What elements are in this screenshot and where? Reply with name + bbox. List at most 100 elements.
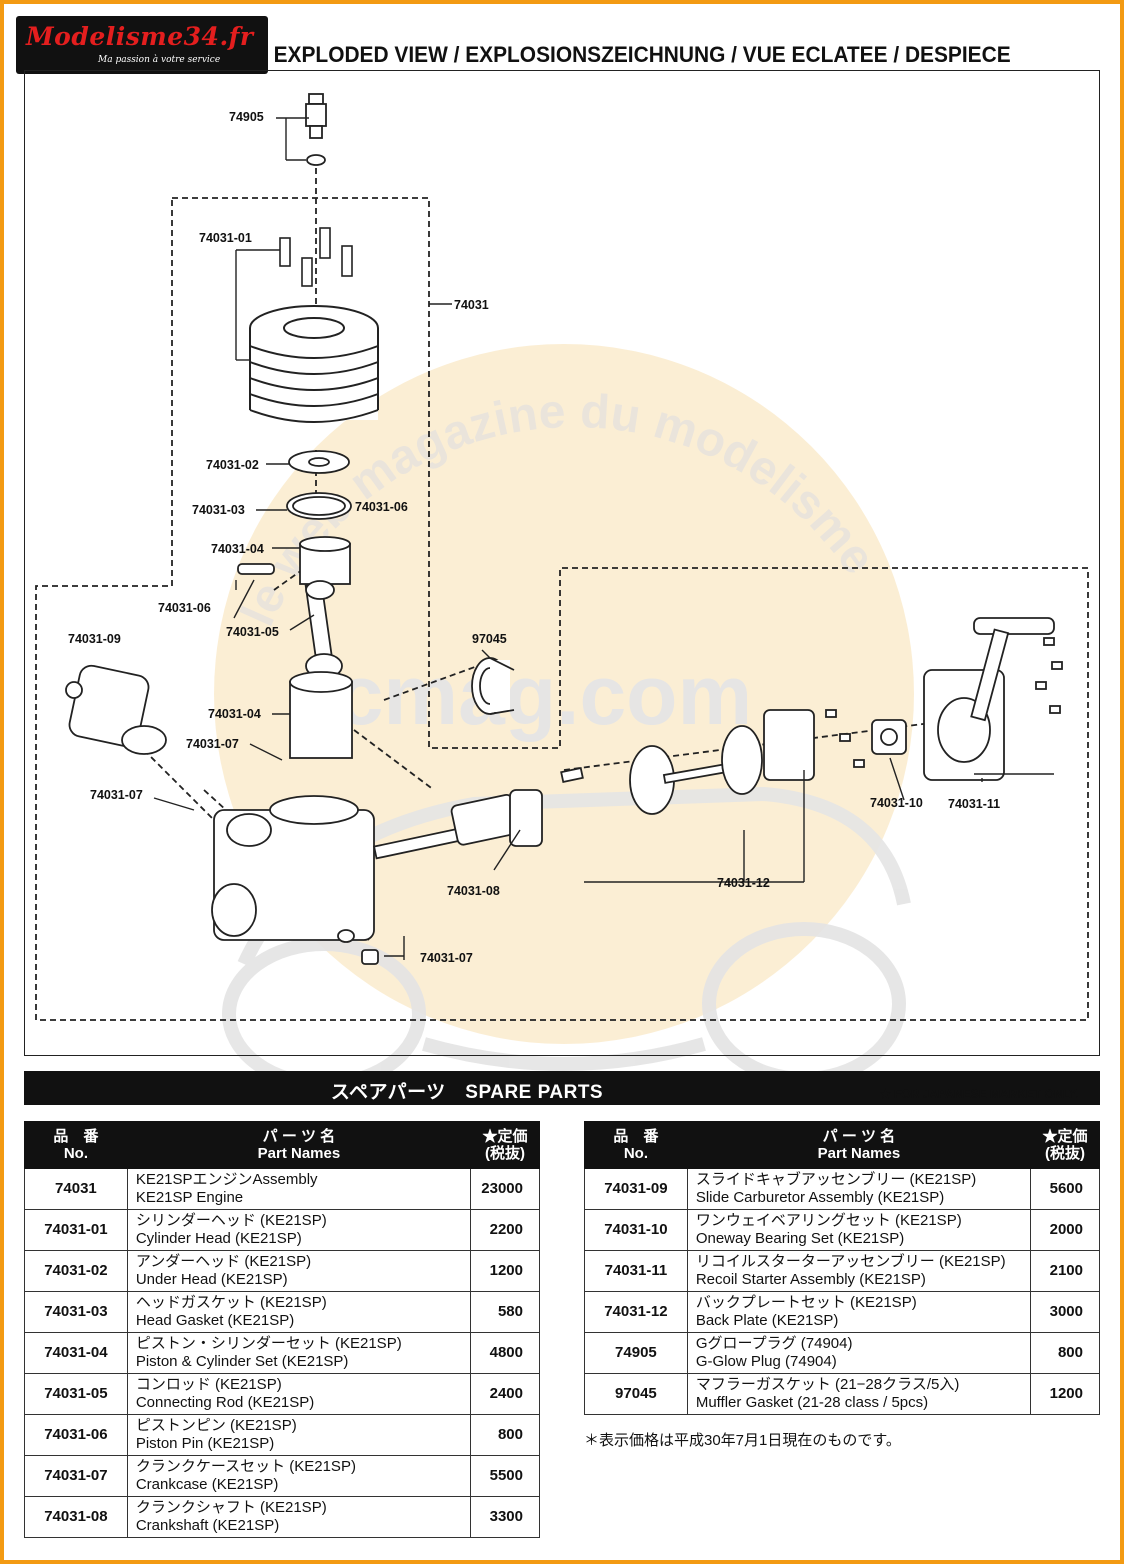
part-name-en: Recoil Starter Assembly (KE21SP)	[695, 1271, 926, 1288]
part-number: 74031-02	[24, 1250, 128, 1292]
callout-connecting-rod: 74031-05	[226, 625, 279, 639]
part-name-en: Crankcase (KE21SP)	[135, 1476, 279, 1493]
callout-glow-plug: 74905	[229, 110, 264, 124]
callout-muffler-gasket: 97045	[472, 632, 507, 646]
part-name-en: Oneway Bearing Set (KE21SP)	[695, 1230, 905, 1247]
part-name-jp: アンダーヘッド (KE21SP)	[135, 1253, 312, 1270]
part-number: 74031-07	[24, 1455, 128, 1497]
glow-plug-74905	[305, 93, 327, 166]
engine-assembly-outline	[35, 197, 1089, 1021]
part-price: 5500	[470, 1455, 540, 1497]
watermark-main-text: rcmag.com	[304, 648, 752, 742]
callout-back-plate: 74031-12	[717, 876, 770, 890]
part-price: 3300	[470, 1496, 540, 1538]
part-price: 23000	[470, 1168, 540, 1210]
part-name: コンロッド (KE21SP)Connecting Rod (KE21SP)	[126, 1373, 472, 1415]
part-price: 1200	[470, 1250, 540, 1292]
part-price: 4800	[470, 1332, 540, 1374]
callout-head-gasket: 74031-03	[192, 503, 245, 517]
part-name-jp: ピストンピン (KE21SP)	[135, 1417, 297, 1434]
exploded-view-diagram	[35, 93, 1089, 1021]
part-number: 74031-09	[584, 1168, 688, 1210]
part-name: ヘッドガスケット (KE21SP)Head Gasket (KE21SP)	[126, 1291, 472, 1333]
part-name: マフラーガスケット (21−28クラス/5入)Muffler Gasket (2…	[686, 1373, 1032, 1415]
piston	[299, 536, 351, 585]
crankcase	[211, 795, 375, 941]
part-name: ワンウェイベアリングセット (KE21SP)Oneway Bearing Set…	[686, 1209, 1032, 1251]
part-name: リコイルスターターアッセンブリー (KE21SP)Recoil Starter …	[686, 1250, 1032, 1292]
callout-recoil-starter: 74031-11	[948, 797, 1001, 811]
callout-oneway-bearing: 74031-10	[870, 796, 923, 810]
callout-piston: 74031-04	[211, 542, 264, 556]
connecting-rod	[304, 580, 343, 679]
part-number: 74031-08	[24, 1496, 128, 1538]
part-price: 2000	[1030, 1209, 1100, 1251]
brand-logo: Modelisme34.fr Ma passion à votre servic…	[16, 16, 268, 74]
part-name-en: G-Glow Plug (74904)	[695, 1353, 837, 1370]
part-name: クランクケースセット (KE21SP)Crankcase (KE21SP)	[126, 1455, 472, 1497]
part-name-en: Back Plate (KE21SP)	[695, 1312, 839, 1329]
callout-cylinder-head-bolts: 74031-01	[199, 231, 252, 245]
crankcase-nut-washer	[337, 929, 379, 965]
part-name-en: Cylinder Head (KE21SP)	[135, 1230, 302, 1247]
part-name-jp: Gグロープラグ (74904)	[695, 1335, 853, 1352]
part-price: 5600	[1030, 1168, 1100, 1210]
part-number: 74031-04	[24, 1332, 128, 1374]
carburetor	[65, 664, 167, 755]
callout-crankshaft: 74031-08	[447, 884, 500, 898]
callout-piston-pin: 74031-06	[158, 601, 211, 615]
part-name-jp: コンロッド (KE21SP)	[135, 1376, 282, 1393]
back-plate-set	[560, 709, 815, 815]
part-number: 74031-12	[584, 1291, 688, 1333]
part-name-en: Piston & Cylinder Set (KE21SP)	[135, 1353, 349, 1370]
price-footnote: ＊表示価格は平成30年7月1日現在のものです。	[584, 1432, 901, 1449]
brand-logo-text: Modelisme34.fr	[26, 22, 254, 51]
part-name: クランクシャフト (KE21SP)Crankshaft (KE21SP)	[126, 1496, 472, 1538]
spare-parts-title: スペアパーツ SPARE PARTS	[330, 1082, 604, 1103]
part-number: 74031-11	[584, 1250, 688, 1292]
part-name-jp: KE21SPエンジンAssembly	[135, 1171, 318, 1188]
spare-parts-header: スペアパーツ SPARE PARTS	[24, 1071, 1100, 1105]
callout-engine-assembly: 74031	[454, 298, 489, 312]
cylinder-head	[249, 305, 379, 423]
callout-carburetor: 74031-09	[68, 632, 121, 646]
watermark-circle	[214, 344, 914, 1044]
part-name-en: Connecting Rod (KE21SP)	[135, 1394, 315, 1411]
callout-crankcase-nut: 74031-07	[420, 951, 473, 965]
exploded-view-frame	[24, 70, 1100, 1056]
part-name: ピストン・シリンダーセット (KE21SP)Piston & Cylinder …	[126, 1332, 472, 1374]
part-number: 74031-01	[24, 1209, 128, 1251]
part-name-en: Head Gasket (KE21SP)	[135, 1312, 295, 1329]
oneway-bearing	[871, 719, 907, 755]
recoil-starter	[923, 617, 1055, 781]
part-price: 2200	[470, 1209, 540, 1251]
piston-pin	[237, 563, 275, 575]
part-number: 74031-05	[24, 1373, 128, 1415]
screws	[825, 637, 1063, 768]
part-name: ピストンピン (KE21SP)Piston Pin (KE21SP)	[126, 1414, 472, 1456]
callout-under-head: 74031-02	[206, 458, 259, 472]
part-number: 74031-06	[24, 1414, 128, 1456]
part-price: 1200	[1030, 1373, 1100, 1415]
part-name: Gグロープラグ (74904)G-Glow Plug (74904)	[686, 1332, 1032, 1374]
part-name-jp: ピストン・シリンダーセット (KE21SP)	[135, 1335, 402, 1352]
part-name: バックプレートセット (KE21SP)Back Plate (KE21SP)	[686, 1291, 1032, 1333]
part-name-jp: リコイルスターターアッセンブリー (KE21SP)	[695, 1253, 1006, 1270]
part-number: 74031-03	[24, 1291, 128, 1333]
head-bolts	[279, 227, 353, 287]
